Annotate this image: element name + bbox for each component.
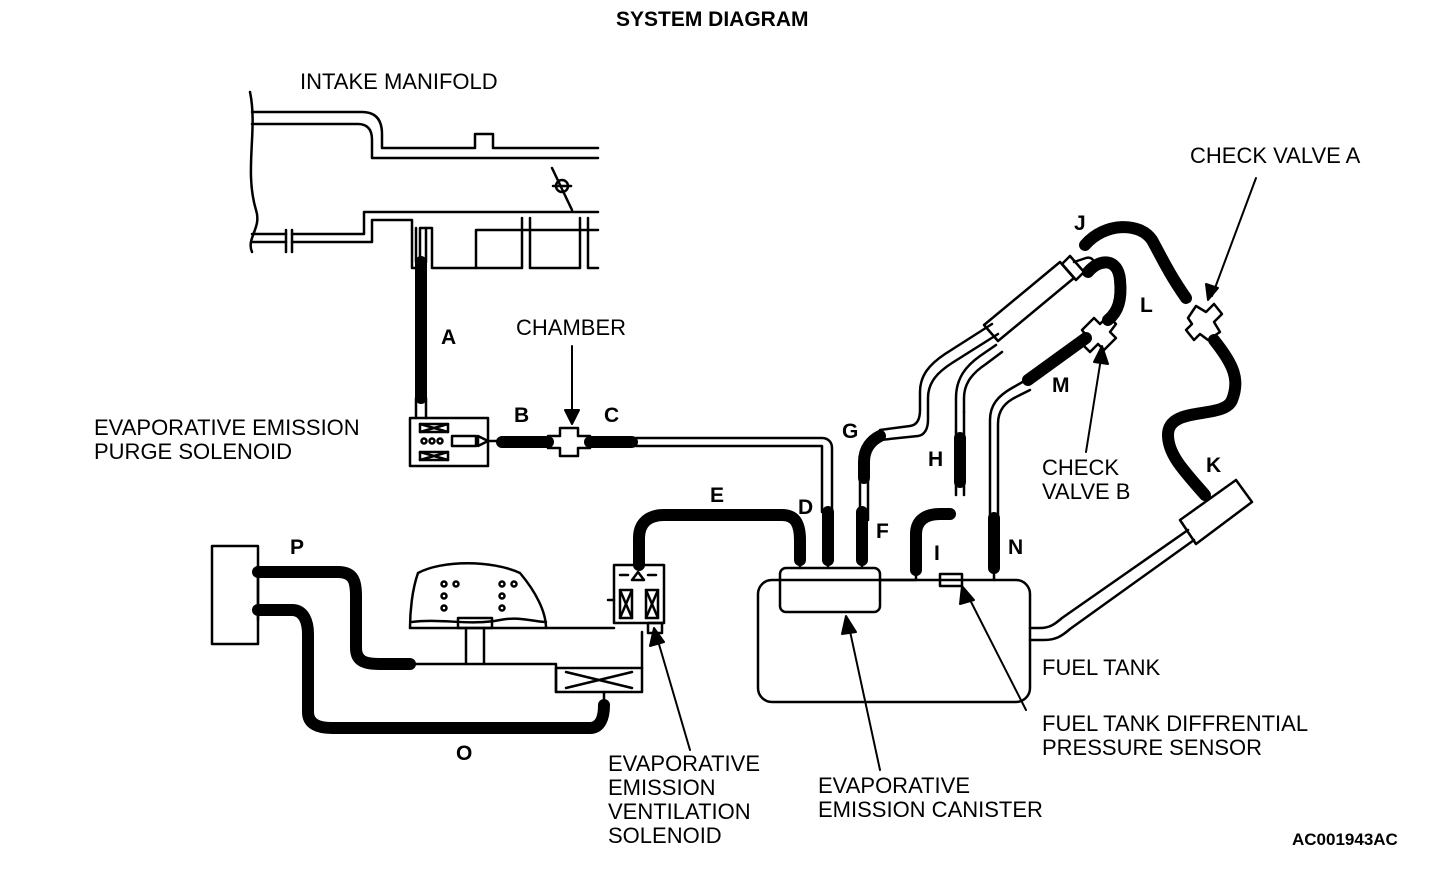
label-fuel-tank: FUEL TANK	[1042, 655, 1161, 680]
hose-j	[1079, 221, 1192, 304]
hose-label-i: I	[934, 542, 940, 565]
hose-label-e: E	[710, 484, 725, 507]
hose-label-o: O	[456, 742, 473, 765]
label-vent-solenoid-line2: EMISSION	[608, 775, 716, 800]
hose-label-h: H	[928, 448, 944, 471]
figure-code: AC001943AC	[1292, 830, 1398, 849]
chamber	[546, 426, 592, 458]
hose-label-a: A	[441, 326, 457, 349]
hose-k	[1162, 334, 1242, 501]
rubber-hoses	[252, 221, 1242, 734]
hose-label-j: J	[1074, 212, 1086, 235]
hose-label-f: F	[876, 520, 889, 543]
label-purge-solenoid-line1: EVAPORATIVE EMISSION	[94, 415, 360, 440]
label-vent-solenoid-line4: SOLENOID	[608, 823, 722, 848]
hose-label-c: C	[604, 404, 620, 427]
hose-label-b: B	[514, 404, 530, 427]
vent-solenoid	[606, 563, 666, 635]
canister-and-tank	[756, 558, 1032, 704]
hose-label-n: N	[1008, 536, 1024, 559]
hose-label-m: M	[1052, 374, 1070, 397]
purge-solenoid	[408, 416, 504, 468]
hose-label-k: K	[1206, 454, 1222, 477]
label-canister-line1: EVAPORATIVE	[818, 773, 971, 798]
hose-label-g: G	[842, 420, 859, 443]
hose-m	[1022, 332, 1092, 386]
hose-g	[858, 430, 886, 484]
label-pressure-sensor-line1: FUEL TANK DIFFRENTIAL	[1042, 711, 1309, 736]
label-vent-solenoid-line1: EVAPORATIVE	[608, 751, 761, 776]
hose-o	[252, 604, 610, 734]
label-vent-solenoid-line3: VENTILATION	[608, 799, 751, 824]
hose-i	[910, 508, 956, 576]
label-chamber: CHAMBER	[516, 315, 627, 340]
hose-label-p: P	[290, 536, 305, 559]
label-check-valve-a: CHECK VALVE A	[1190, 143, 1361, 168]
check-valve-a	[1184, 302, 1224, 342]
label-check-valve-b-line1: CHECK	[1042, 455, 1120, 480]
hose-label-l: L	[1140, 294, 1153, 317]
hose-l	[1082, 256, 1127, 326]
label-intake-manifold: INTAKE MANIFOLD	[300, 69, 498, 94]
intake-manifold	[248, 90, 600, 270]
vacuum-lines	[414, 226, 1196, 642]
label-check-valve-b-line2: VALVE B	[1042, 479, 1131, 504]
label-pressure-sensor-line2: PRESSURE SENSOR	[1042, 735, 1263, 760]
check-valve-k	[1178, 478, 1254, 546]
diagram-title: SYSTEM DIAGRAM	[616, 8, 809, 31]
label-canister-line2: EMISSION CANISTER	[818, 797, 1043, 822]
hose-p	[252, 566, 416, 670]
hose-label-d: D	[798, 496, 814, 519]
upper-components	[982, 254, 1254, 546]
check-valve-b	[1080, 314, 1118, 354]
hose-e	[633, 509, 806, 571]
filler-and-separator	[210, 544, 644, 707]
label-purge-solenoid-line2: PURGE SOLENOID	[94, 439, 293, 464]
leader-arrows	[564, 177, 1257, 771]
